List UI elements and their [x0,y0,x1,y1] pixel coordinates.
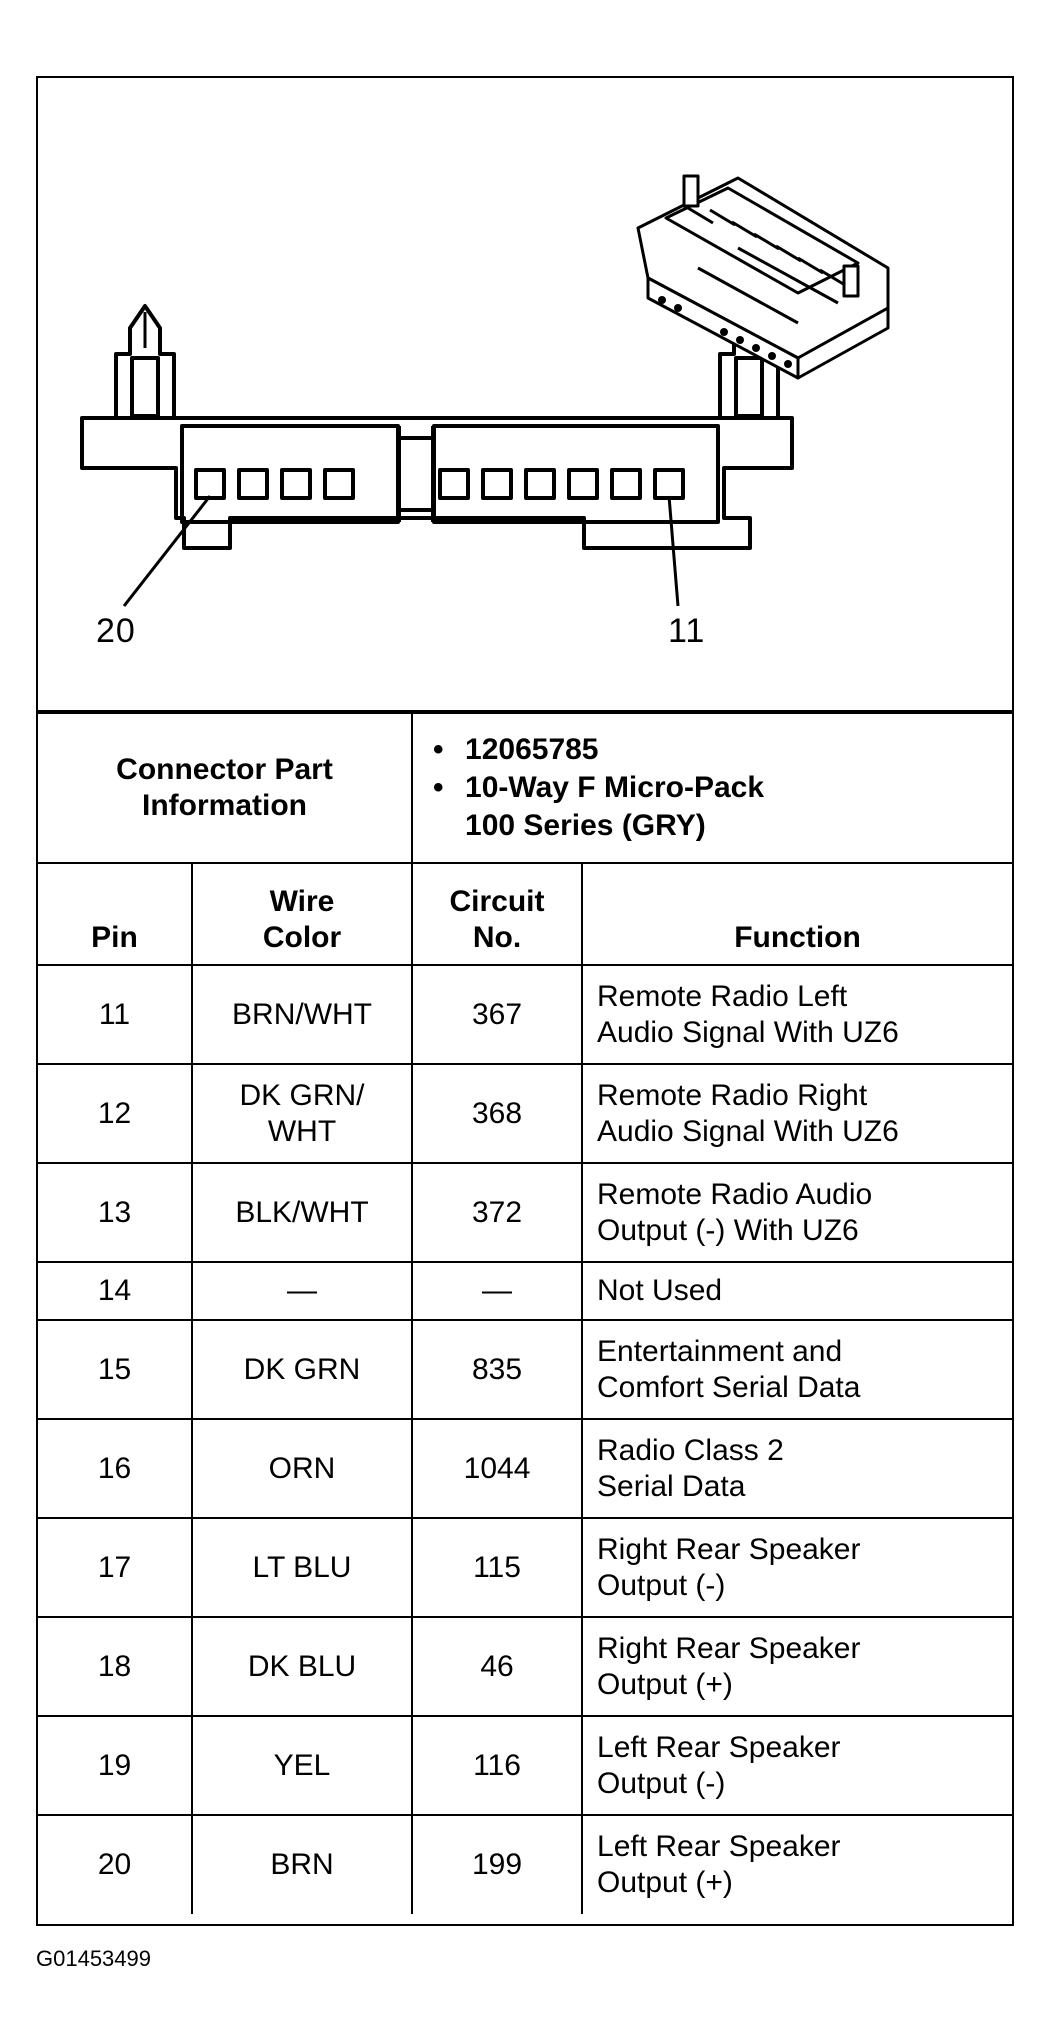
circuit-cell: 368 [411,1063,584,1164]
circuit-cell: — [411,1261,584,1321]
wire-color-cell: ORN [190,1418,414,1519]
wire-color-cell: DK GRN/WHT [190,1063,414,1164]
connector-info-label: Connector Part Information [38,712,414,864]
wire-color-cell: BRN [190,1814,414,1914]
pin-cell: 20 [38,1814,193,1914]
pin-cell: 17 [38,1517,193,1618]
figure-id-caption: G01453499 [36,1946,151,1971]
circuit-cell: 835 [411,1319,584,1420]
pin-column-header: Pin [38,862,193,966]
circuit-cell: 46 [411,1616,584,1717]
circuit-cell: 372 [411,1162,584,1263]
wire-color-cell: BLK/WHT [190,1162,414,1263]
connector-description-line2: 100 Series (GRY) [465,809,706,842]
pin-cell: 19 [38,1715,193,1816]
circuit-cell: 116 [411,1715,584,1816]
circuit-cell: 199 [411,1814,584,1914]
connector-description-line1: 10-Way F Micro-Pack [465,771,765,804]
connector-info-label-line2: Information [142,789,307,822]
connector-face-drawing [80,174,890,607]
wire-color-cell: — [190,1261,414,1321]
pin-cell: 11 [38,964,193,1065]
table-header-row: Pin Wire Color Circuit No. Function [38,862,1013,966]
part-number: 12065785 [465,733,599,766]
function-cell: Not Used [581,1261,1013,1321]
pin-cell: 15 [38,1319,193,1420]
connector-info-row: Connector Part Information •12065785 •10… [38,712,1013,864]
wire-color-cell: LT BLU [190,1517,414,1618]
connector-diagram: 20 11 [38,78,1012,712]
wire-color-cell: DK GRN [190,1319,414,1420]
pinout-table: Connector Part Information •12065785 •10… [38,712,1013,1914]
wire-color-cell: DK BLU [190,1616,414,1717]
circuit-column-header: Circuit No. [411,862,584,966]
connector-info-label-line1: Connector Part [116,753,333,786]
pin-20-label: 20 [96,612,136,650]
circuit-cell: 1044 [411,1418,584,1519]
wire-color-column-header: Wire Color [190,862,414,966]
function-column-header: Function [581,862,1013,966]
table-row: 14——Not Used [38,1261,1013,1321]
pin-cell: 16 [38,1418,193,1519]
circuit-cell: 367 [411,964,584,1065]
wire-color-cell: BRN/WHT [190,964,414,1065]
pin-cell: 12 [38,1063,193,1164]
circuit-cell: 115 [411,1517,584,1618]
connector-info-value: •12065785 •10-Way F Micro-Pack 100 Serie… [411,712,1013,864]
pin-cell: 14 [38,1261,193,1321]
pin-cell: 18 [38,1616,193,1717]
pin-11-label: 11 [668,612,706,650]
connector-sheet: 20 11 Connector Part Information •120657… [36,76,1014,1926]
wire-color-cell: YEL [190,1715,414,1816]
pin-cell: 13 [38,1162,193,1263]
